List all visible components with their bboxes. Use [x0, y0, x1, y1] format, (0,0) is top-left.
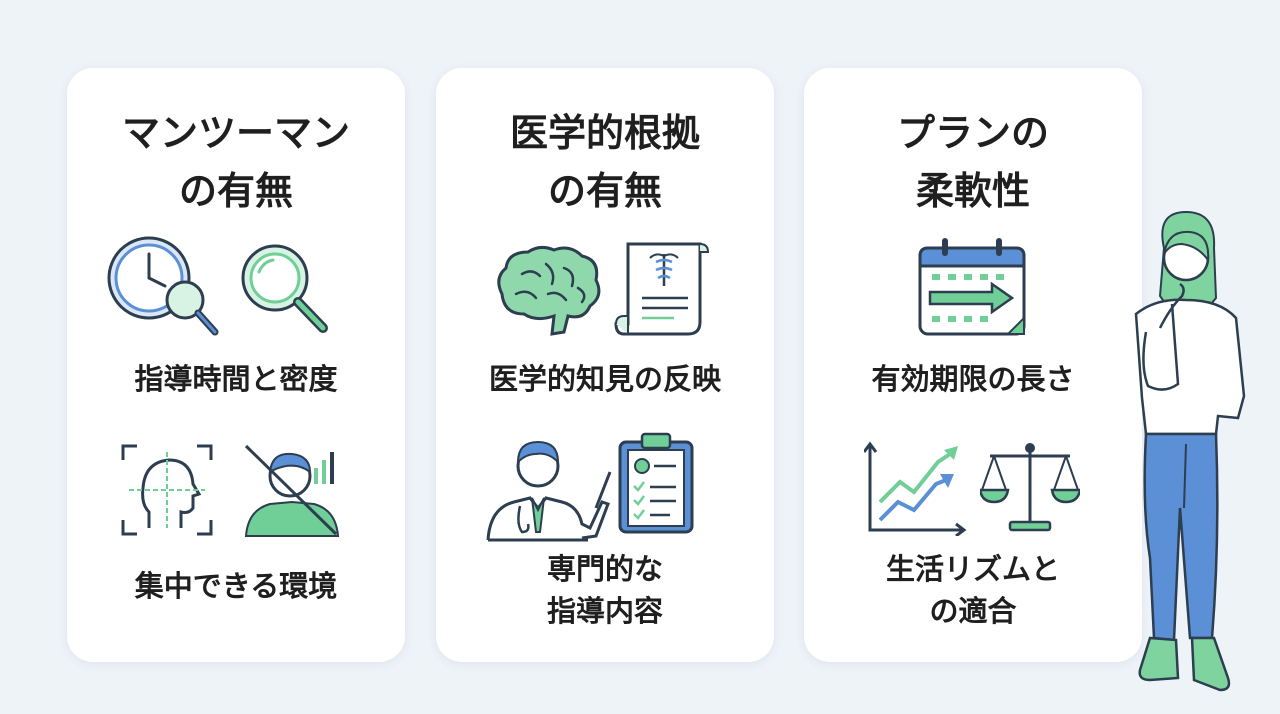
- thinking-person-illustration: [1134, 210, 1246, 692]
- clock-icon: [107, 236, 219, 336]
- card-medical-evidence: 医学的根拠 の有無 医学的知見の反映: [436, 68, 774, 662]
- card-one-on-one: マンツーマン の有無 指導時間と密度: [67, 68, 405, 662]
- card-title: 医学的根拠 の有無: [509, 111, 700, 213]
- no-distraction-icon: [244, 444, 340, 537]
- clipboard-icon: [618, 432, 694, 534]
- item-label: 専門的な 指導内容: [546, 552, 663, 628]
- card-title: プランの 柔軟性: [896, 111, 1049, 213]
- icon-row: [67, 442, 405, 542]
- calendar-arrow-icon: [918, 238, 1026, 336]
- icon-row: [436, 236, 774, 336]
- icon-row: [436, 430, 774, 542]
- item-label: 有効期限の長さ: [871, 362, 1075, 396]
- medical-document-icon: [614, 242, 710, 336]
- item-label: 生活リズムと の適合: [885, 552, 1060, 628]
- card-title: マンツーマン の有無: [121, 111, 350, 213]
- icon-row: [804, 236, 1142, 336]
- icon-row: [804, 440, 1142, 540]
- icon-row: [67, 236, 405, 336]
- item-label: 指導時間と密度: [134, 362, 338, 396]
- trend-chart-icon: [864, 441, 967, 536]
- item-label: 集中できる環境: [134, 569, 338, 603]
- face-focus-icon: [121, 444, 213, 536]
- magnifier-icon: [241, 244, 328, 333]
- brain-icon: [497, 245, 601, 336]
- card-plan-flexibility: プランの 柔軟性 有効期限の長さ: [804, 68, 1142, 662]
- balance-scale-icon: [980, 443, 1080, 532]
- doctor-icon: [486, 440, 612, 542]
- item-label: 医学的知見の反映: [488, 362, 721, 396]
